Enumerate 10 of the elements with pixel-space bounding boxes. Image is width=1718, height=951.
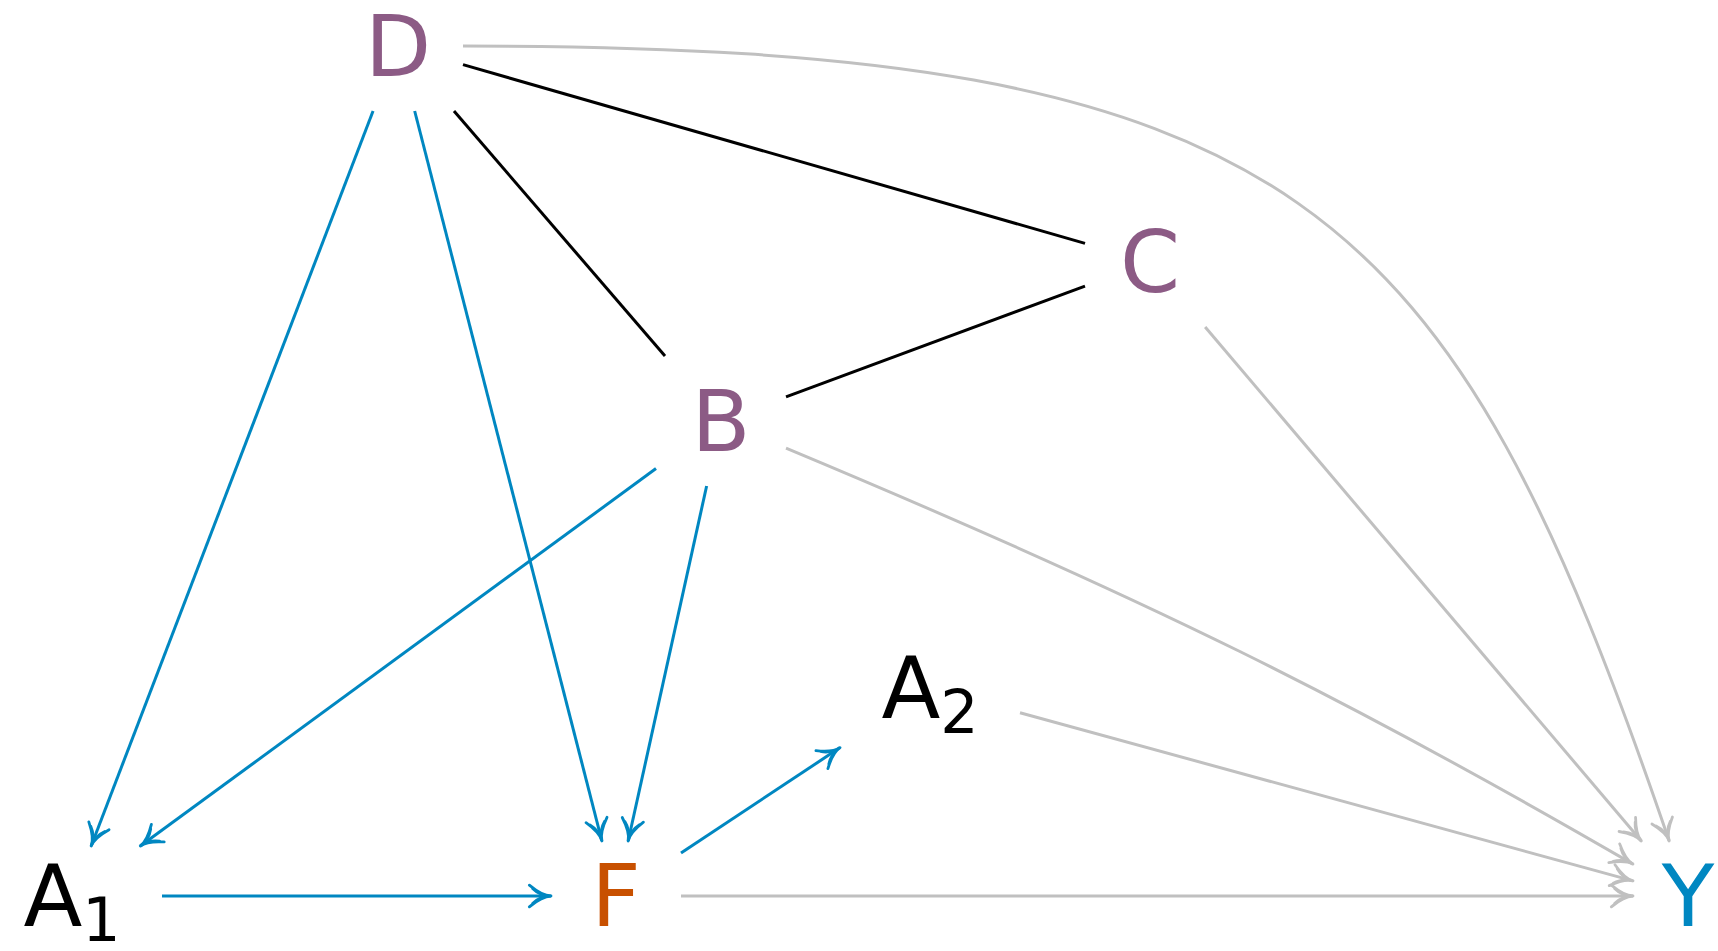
variable-label: B [691,378,751,464]
variable-label: F [591,853,641,939]
connector-line [462,63,1086,245]
variable-label: A$_{2}$ [881,645,979,731]
variable-label: C [1119,219,1181,305]
connector-line [452,110,667,357]
variable-label: D [364,3,432,89]
variable-label: A$_{1}$ [23,853,121,939]
variable-label: Y [1661,853,1715,939]
connector-line [785,284,1086,399]
